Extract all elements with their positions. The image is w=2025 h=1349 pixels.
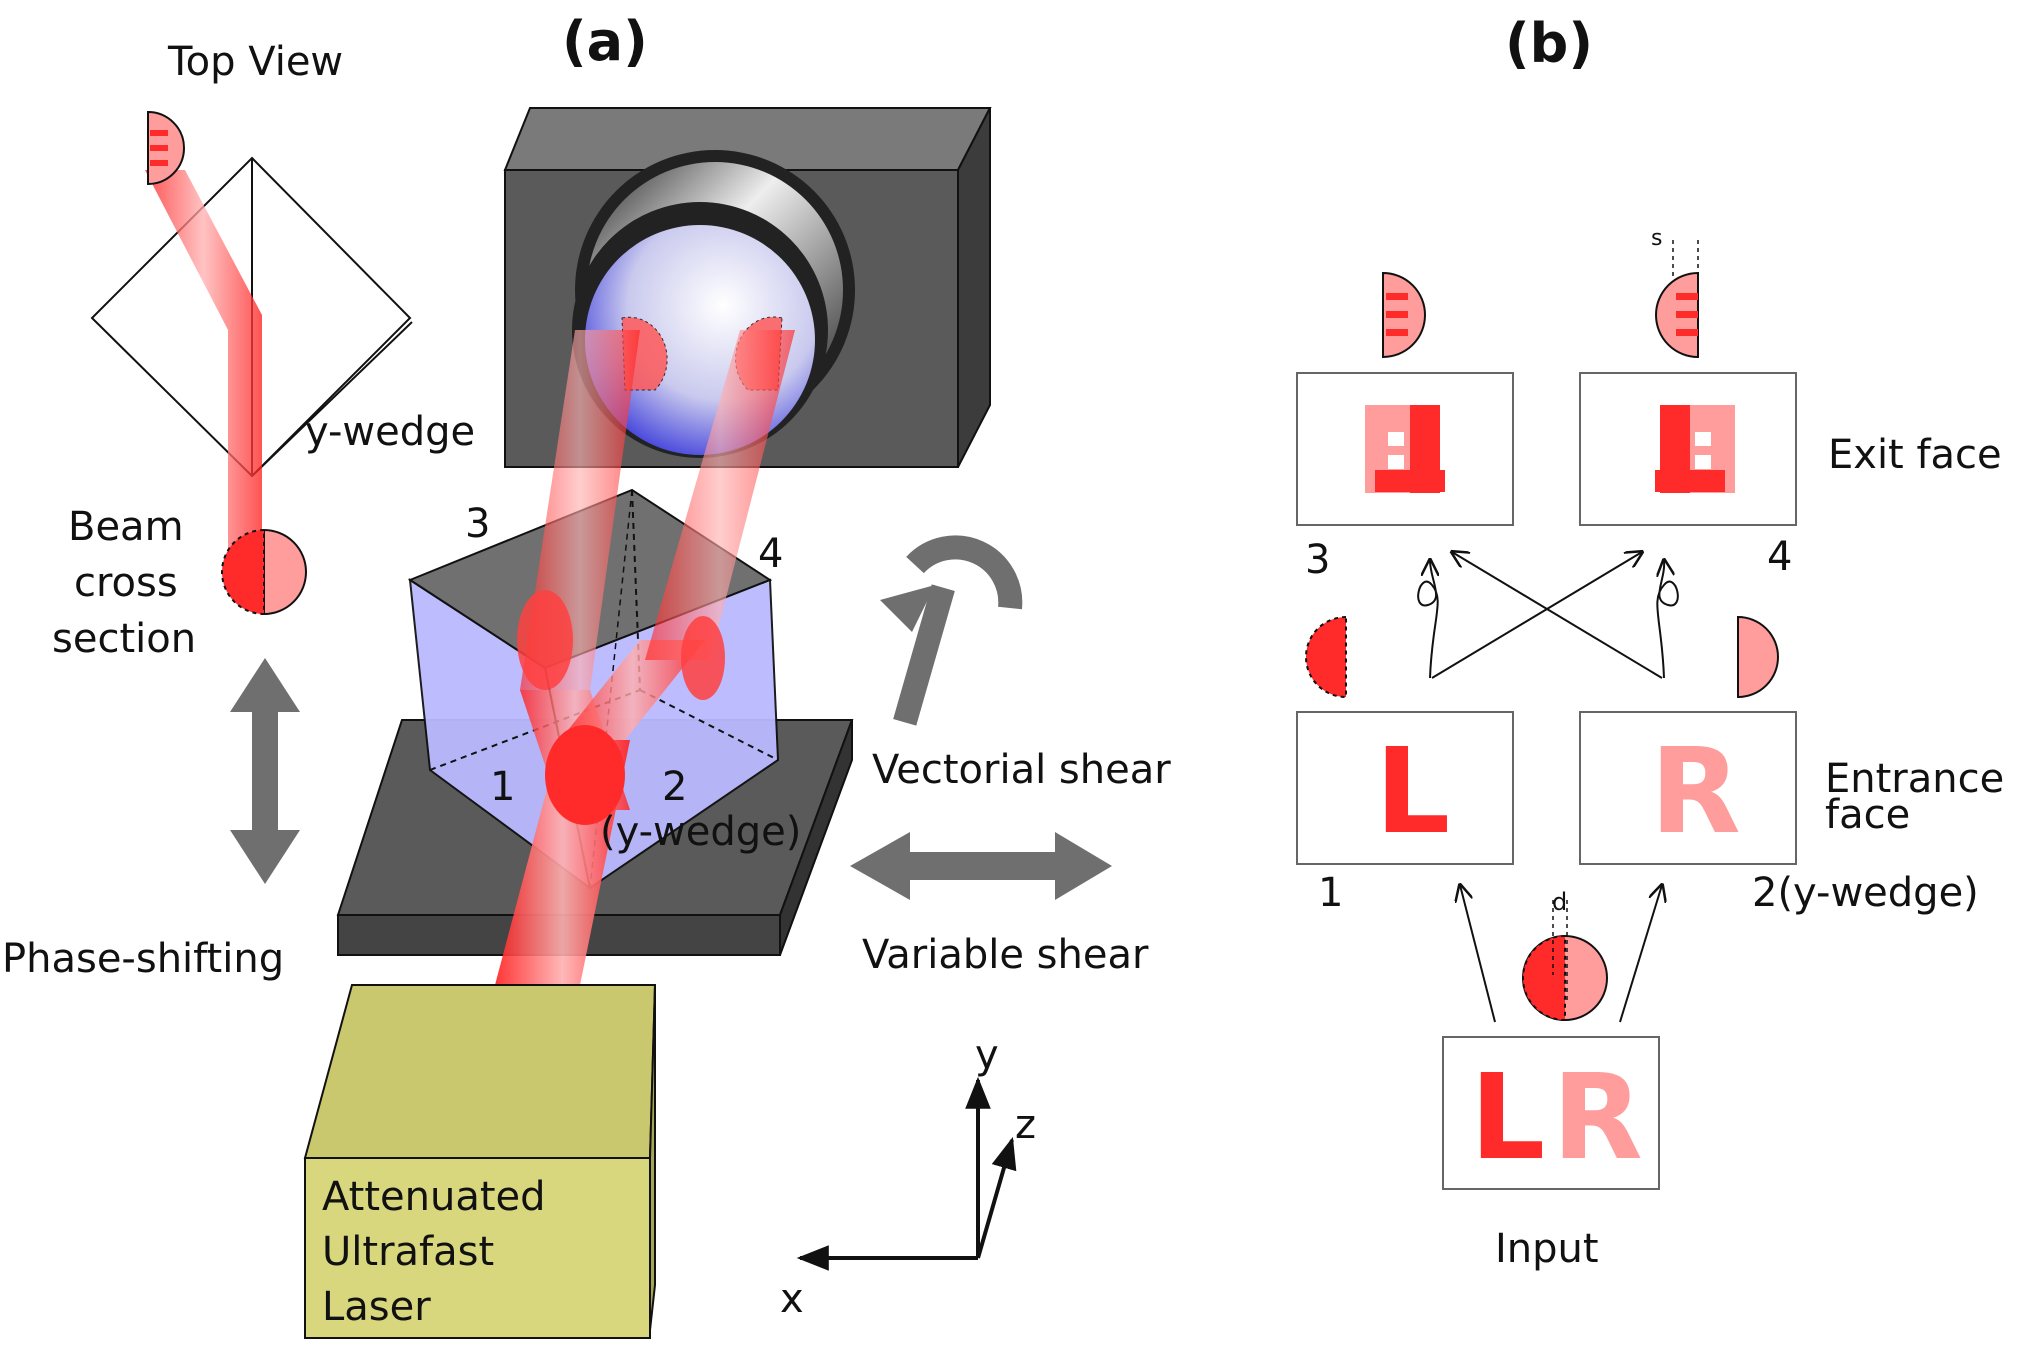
- b-face-2: 2(y-wedge): [1752, 870, 1979, 916]
- face-number-2: 2: [662, 764, 687, 810]
- input-label: Input: [1495, 1226, 1599, 1272]
- phase-shifting-label: Phase-shifting: [2, 936, 284, 982]
- variable-shear-arrow: [850, 832, 1112, 900]
- b-face-3: 3: [1305, 537, 1330, 583]
- offset-d-label: d: [1552, 888, 1567, 916]
- laser-label-line3: Laser: [322, 1284, 431, 1330]
- y-wedge-label: y-wedge: [305, 409, 475, 455]
- input-letter-R: R: [1552, 1048, 1643, 1186]
- laser-label-line1: Attenuated: [322, 1174, 546, 1220]
- top-view-label: Top View: [167, 39, 343, 85]
- face-number-1: 1: [490, 764, 515, 810]
- vectorial-shear-label: Vectorial shear: [872, 747, 1171, 793]
- input-cross-section: [1522, 900, 1608, 1022]
- beam-cross-section-line3: section: [52, 616, 196, 662]
- entrance-letter-R: R: [1650, 722, 1741, 860]
- cross-section-right: [1737, 615, 1779, 699]
- exit-face-label: Exit face: [1828, 432, 2002, 478]
- cross-section-left: [1305, 615, 1347, 699]
- beam-cross-section-line2: cross: [74, 560, 178, 606]
- laser-beams: [495, 330, 795, 985]
- phase-shifting-arrow: [230, 658, 300, 884]
- entrance-face-boxes: [1296, 711, 1797, 865]
- exit-cross-sections: [1382, 240, 1699, 359]
- axis-x-label: x: [780, 1276, 804, 1322]
- laser-label-line2: Ultrafast: [322, 1229, 494, 1275]
- axis-z-label: z: [1015, 1102, 1036, 1148]
- y-wedge-face-label: (y-wedge): [600, 809, 801, 855]
- entrance-face-label-line2: face: [1825, 792, 1910, 838]
- panel-a-label: (a): [562, 10, 648, 73]
- internal-paths: [1417, 552, 1679, 679]
- coordinate-axes: [796, 1076, 1017, 1271]
- shear-s-label: s: [1651, 226, 1662, 251]
- top-view-diagram: [90, 110, 413, 616]
- input-arrows: [1460, 885, 1662, 1023]
- face-number-4: 4: [758, 531, 783, 577]
- panel-b-label: (b): [1505, 12, 1593, 75]
- face-number-3: 3: [465, 501, 490, 547]
- entrance-letter-L: L: [1375, 722, 1450, 860]
- axis-y-label: y: [975, 1032, 999, 1078]
- input-box: [1442, 1036, 1660, 1190]
- variable-shear-label: Variable shear: [862, 932, 1149, 978]
- input-letter-L: L: [1470, 1048, 1545, 1186]
- b-face-1: 1: [1318, 870, 1343, 916]
- exit-face-boxes: [1296, 372, 1797, 526]
- b-face-4: 4: [1767, 534, 1792, 580]
- entrance-face-label-line1: Entrance: [1825, 756, 2004, 802]
- beam-cross-section-line1: Beam: [68, 504, 184, 550]
- laser-source: [303, 984, 657, 1339]
- vectorial-shear-arrow: [880, 535, 1023, 726]
